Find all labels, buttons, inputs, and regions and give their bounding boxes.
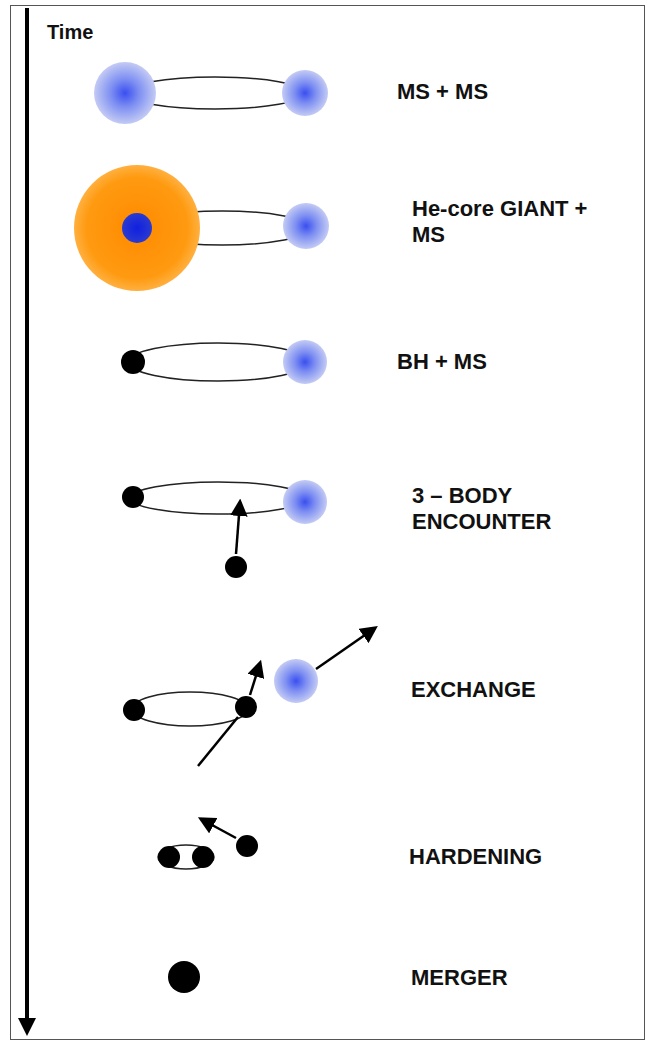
stage-label: BH + MS [397,349,617,375]
black-hole [123,699,145,721]
ms-star [282,70,328,116]
ms-star [283,480,327,524]
frame [11,6,645,1040]
ms-star [274,659,318,703]
stage-label: MS + MS [397,79,617,105]
orbit [128,343,308,381]
axis-label: Time [47,20,167,44]
giant-envelope [74,165,200,291]
orbit [132,692,248,726]
stage-label: He-core GIANT + MS [412,196,602,248]
black-hole [236,835,258,857]
motion-arrow [316,628,375,669]
time-axis [25,8,29,1020]
black-hole [192,846,214,868]
black-hole [235,696,257,718]
black-hole [121,350,145,374]
ms-star [283,340,327,384]
stage-label: EXCHANGE [411,677,631,703]
motion-arrow [250,663,260,695]
motion-track [198,717,238,766]
merged-black-hole [168,961,200,993]
orbit [158,845,214,869]
black-hole [225,556,247,578]
motion-arrow [236,502,240,554]
helium-core [122,213,152,243]
black-hole [158,846,180,868]
motion-arrow [201,819,236,838]
ms-star [94,62,156,124]
time-arrowhead [18,1018,36,1036]
stage-label: MERGER [411,965,631,991]
black-hole [122,486,144,508]
stage-label: HARDENING [409,844,629,870]
ms-star [283,203,329,249]
orbit [130,482,306,514]
stage-label: 3 – BODY ENCOUNTER [412,483,582,535]
